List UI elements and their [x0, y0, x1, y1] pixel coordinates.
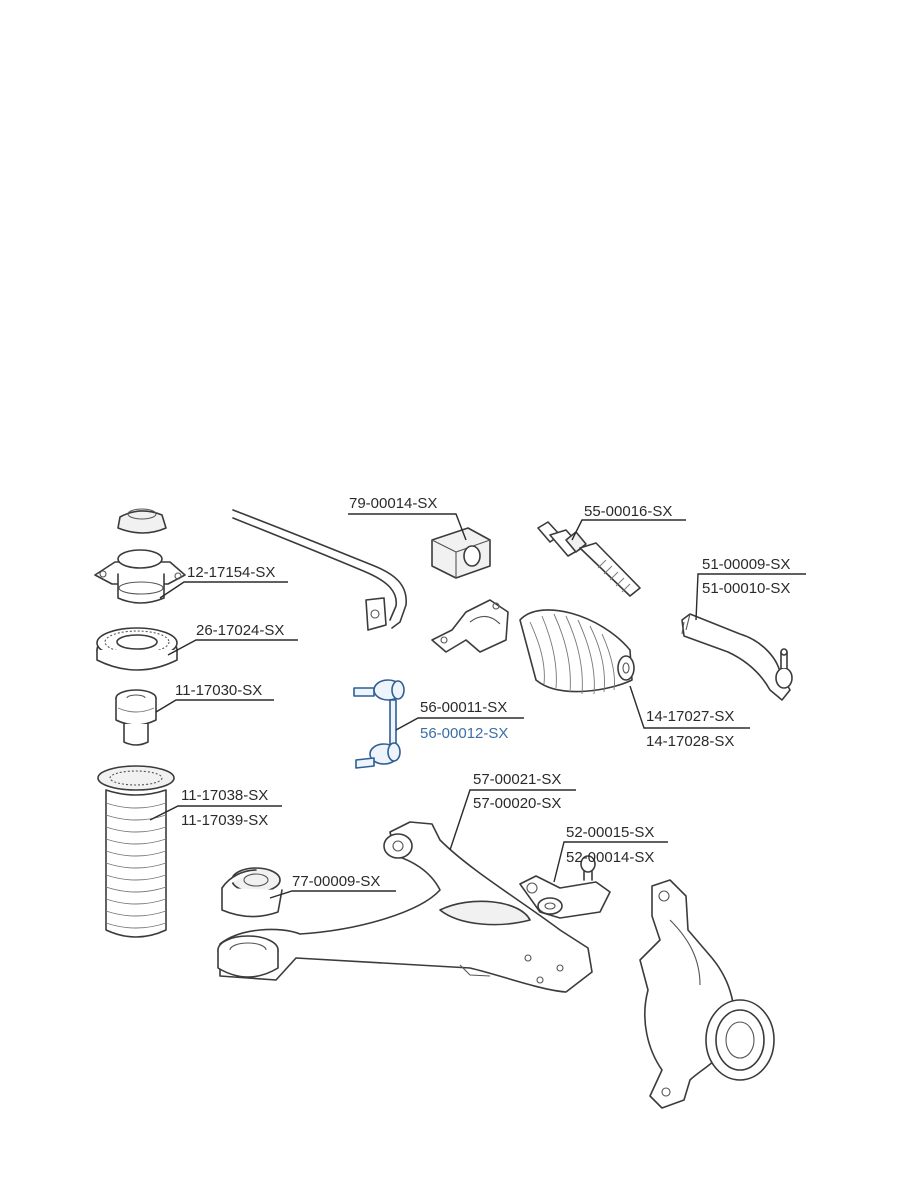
- leader-lines: [149, 513, 806, 899]
- strut-top-mount-part: [94, 549, 186, 604]
- inner-tie-rod-part: [537, 521, 641, 597]
- top-washer-part: [117, 508, 167, 534]
- stabilizer-bushing-part: [431, 527, 491, 579]
- tie-rod-end-part: [681, 613, 793, 701]
- dust-boot-part: [97, 765, 175, 938]
- label-tie-rod-end-a: 51-00009-SX: [702, 556, 790, 573]
- ball-joint-part: [519, 855, 611, 919]
- label-inner-tie-rod: 55-00016-SX: [584, 503, 672, 520]
- label-steering-boot-b: 14-17028-SX: [646, 733, 734, 750]
- label-bump-stop: 11-17030-SX: [175, 682, 262, 699]
- label-ball-joint-b: 52-00014-SX: [566, 849, 654, 866]
- bushing-bracket-part: [431, 599, 509, 653]
- label-dust-boot-a: 11-17038-SX: [181, 787, 268, 804]
- label-steering-boot-a: 14-17027-SX: [646, 708, 734, 725]
- label-control-arm-a: 57-00021-SX: [473, 771, 561, 788]
- label-control-arm-b: 57-00020-SX: [473, 795, 561, 812]
- bump-stop-part: [115, 689, 157, 746]
- label-arm-bushing: 77-00009-SX: [292, 873, 380, 890]
- part-labels: 12-17154-SX 26-17024-SX 11-17030-SX 11-1…: [175, 495, 790, 890]
- label-stabilizer-bushing: 79-00014-SX: [349, 495, 437, 512]
- lower-control-arm-part: [217, 821, 593, 993]
- strut-bearing-part: [96, 627, 178, 671]
- label-tie-rod-end-b: 51-00010-SX: [702, 580, 790, 597]
- label-top-mount: 12-17154-SX: [187, 564, 275, 581]
- label-stab-link-b: 56-00012-SX: [420, 725, 508, 742]
- steering-boot-part: [519, 609, 635, 695]
- label-ball-joint-a: 52-00015-SX: [566, 824, 654, 841]
- label-stab-link-a: 56-00011-SX: [420, 699, 507, 716]
- stabilizer-link-part: [353, 679, 405, 769]
- steering-knuckle-part: [639, 879, 775, 1109]
- label-bearing: 26-17024-SX: [196, 622, 284, 639]
- stabilizer-bar-part: [232, 509, 407, 631]
- label-dust-boot-b: 11-17039-SX: [181, 812, 268, 829]
- arm-bushing-part: [221, 867, 283, 918]
